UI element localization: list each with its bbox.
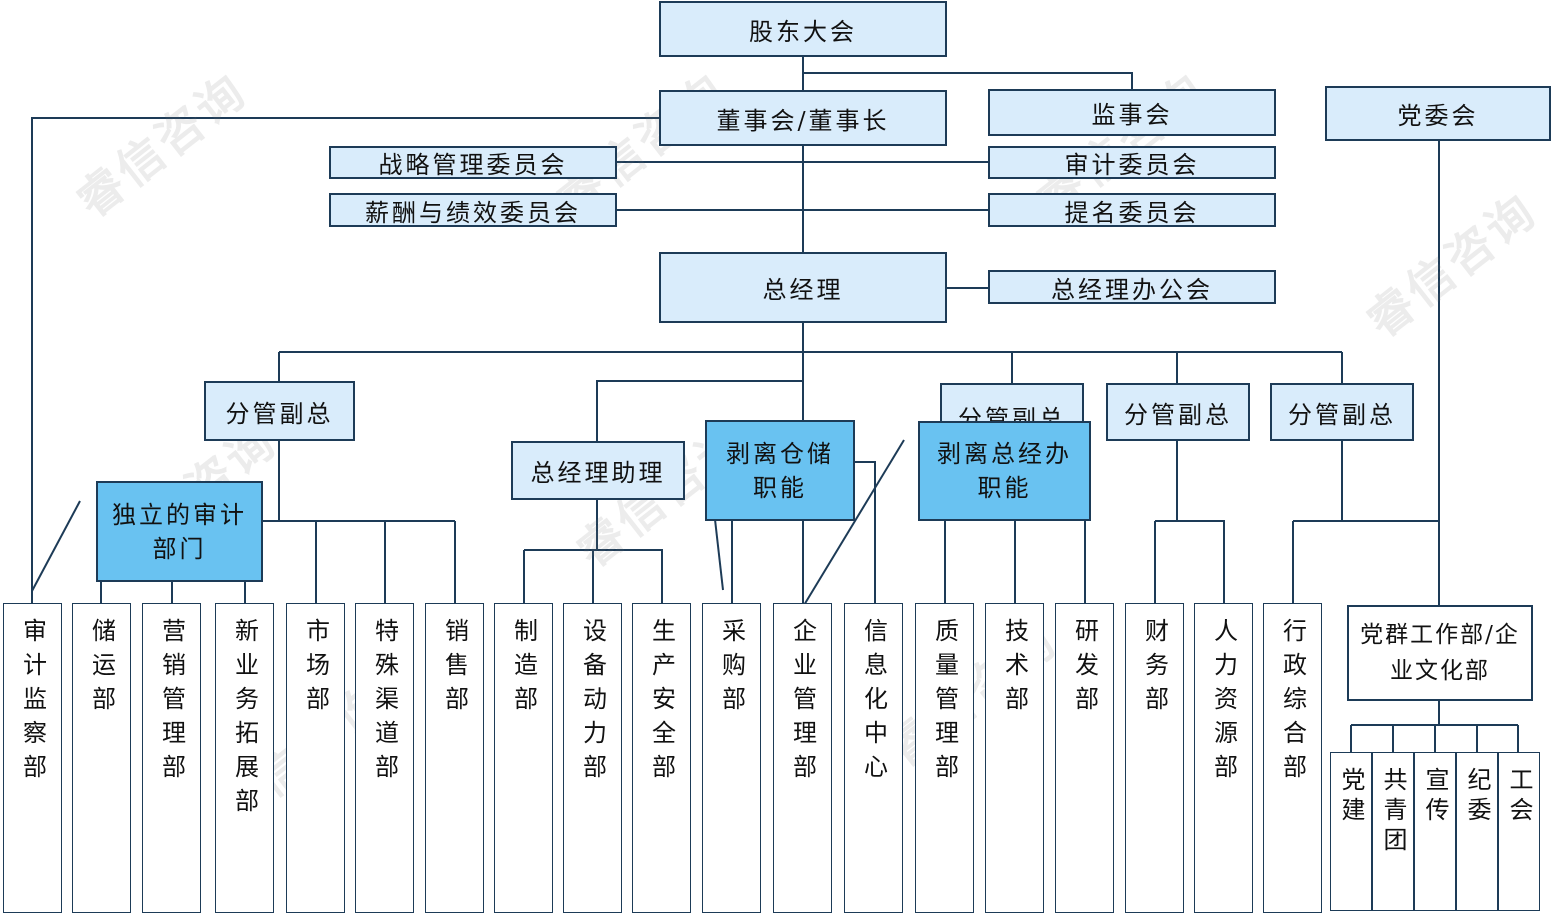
dept-box: 制造部 bbox=[494, 603, 553, 913]
dept-box: 市场部 bbox=[286, 603, 345, 913]
dept-label: 生产安全部 bbox=[647, 618, 676, 788]
vp-box: 分管副总 bbox=[1270, 383, 1414, 441]
dept-label: 技术部 bbox=[1000, 618, 1029, 720]
dept-box: 新业务拓展部 bbox=[215, 603, 274, 913]
dept-label: 人力资源部 bbox=[1209, 618, 1238, 788]
dept-box: 营销管理部 bbox=[142, 603, 201, 913]
dept-label: 制造部 bbox=[509, 618, 538, 720]
dept-box: 销售部 bbox=[425, 603, 484, 913]
dept-label: 信息化中心 bbox=[859, 618, 888, 788]
gm-box: 总经理 bbox=[659, 252, 947, 323]
vp-box: 分管副总 bbox=[204, 381, 355, 441]
dept-box: 质量管理部 bbox=[915, 603, 974, 913]
gm-assistant-box: 总经理助理 bbox=[511, 441, 685, 500]
party-unit-label: 共青团 bbox=[1379, 767, 1407, 857]
dept-label: 市场部 bbox=[301, 618, 330, 720]
strip-gm-office-box: 剥离总经办职能 bbox=[918, 421, 1091, 521]
shareholders-box: 股东大会 bbox=[659, 1, 947, 57]
strip-warehouse-box: 剥离仓储职能 bbox=[705, 420, 855, 521]
dept-box: 生产安全部 bbox=[632, 603, 691, 913]
party-unit-box: 纪委 bbox=[1456, 752, 1498, 911]
dept-box: 采购部 bbox=[702, 603, 761, 913]
vp-box: 分管副总 bbox=[1106, 383, 1250, 441]
party-unit-box: 宣传 bbox=[1414, 752, 1456, 911]
dept-box: 财务部 bbox=[1125, 603, 1184, 913]
dept-label: 企业管理部 bbox=[788, 618, 817, 788]
dept-box: 行政综合部 bbox=[1263, 603, 1322, 913]
dept-label: 质量管理部 bbox=[930, 618, 959, 788]
dept-label: 销售部 bbox=[440, 618, 469, 720]
dept-label: 财务部 bbox=[1140, 618, 1169, 720]
dept-box: 研发部 bbox=[1055, 603, 1114, 913]
party-unit-box: 党建 bbox=[1330, 752, 1372, 911]
party-unit-label: 宣传 bbox=[1421, 767, 1449, 827]
party-committee-box: 党委会 bbox=[1325, 86, 1551, 141]
party-unit-label: 工会 bbox=[1505, 767, 1533, 827]
dept-box: 人力资源部 bbox=[1194, 603, 1253, 913]
dept-label: 新业务拓展部 bbox=[230, 618, 259, 822]
dept-label: 研发部 bbox=[1070, 618, 1099, 720]
dept-label: 营销管理部 bbox=[157, 618, 186, 788]
board-box: 董事会/董事长 bbox=[659, 90, 947, 146]
dept-box: 企业管理部 bbox=[773, 603, 832, 913]
dept-box: 技术部 bbox=[985, 603, 1044, 913]
party-unit-box: 工会 bbox=[1498, 752, 1540, 911]
nomination-committee-box: 提名委员会 bbox=[988, 193, 1276, 227]
dept-label: 特殊渠道部 bbox=[370, 618, 399, 788]
party-work-dept-box: 党群工作部/企业文化部 bbox=[1347, 605, 1533, 701]
party-unit-label: 纪委 bbox=[1463, 767, 1491, 827]
dept-label: 储运部 bbox=[87, 618, 116, 720]
compensation-committee-box: 薪酬与绩效委员会 bbox=[329, 193, 617, 227]
party-unit-box: 共青团 bbox=[1372, 752, 1414, 911]
dept-box: 信息化中心 bbox=[844, 603, 903, 913]
dept-label: 审计监察部 bbox=[18, 618, 47, 788]
dept-label: 行政综合部 bbox=[1278, 618, 1307, 788]
dept-box: 审计监察部 bbox=[3, 603, 62, 913]
dept-label: 采购部 bbox=[717, 618, 746, 720]
dept-box: 储运部 bbox=[72, 603, 131, 913]
audit-committee-box: 审计委员会 bbox=[988, 146, 1276, 179]
dept-box: 设备动力部 bbox=[563, 603, 622, 913]
strategy-committee-box: 战略管理委员会 bbox=[329, 146, 617, 179]
gm-office-box: 总经理办公会 bbox=[988, 270, 1276, 304]
supervisors-box: 监事会 bbox=[988, 89, 1276, 136]
independent-audit-box: 独立的审计部门 bbox=[96, 481, 263, 582]
dept-label: 设备动力部 bbox=[578, 618, 607, 788]
dept-box: 特殊渠道部 bbox=[355, 603, 414, 913]
party-unit-label: 党建 bbox=[1337, 767, 1365, 827]
